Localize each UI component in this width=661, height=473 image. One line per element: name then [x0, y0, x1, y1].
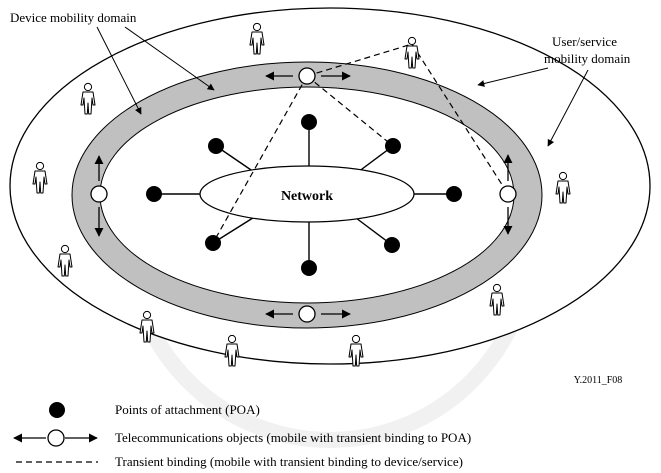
poa-point	[384, 237, 400, 253]
telecom-object-bottom	[298, 305, 316, 323]
figure-id: Y.2011_F08	[574, 375, 623, 386]
poa-point	[446, 186, 462, 202]
telecom-objects	[90, 67, 517, 323]
transient-bindings	[212, 43, 509, 244]
legend-binding-text: Transient binding (mobile with transient…	[115, 454, 463, 469]
device-domain-label: Device mobility domain	[10, 10, 137, 25]
network-ellipse	[199, 165, 415, 223]
legend-poa-symbol	[49, 402, 65, 418]
poa-point	[301, 260, 317, 276]
legend-poa-text: Points of attachment (POA)	[115, 402, 260, 417]
network-label: Network	[281, 189, 333, 204]
poa-point	[208, 138, 224, 154]
telecom-object-top	[298, 67, 316, 85]
telecom-object-left	[90, 185, 108, 203]
legend-telecom-symbol	[13, 429, 98, 447]
telecom-object-right	[499, 185, 517, 203]
poa-point	[146, 186, 162, 202]
poa-point	[301, 114, 317, 130]
legend: Points of attachment (POA) Telecommunica…	[13, 402, 471, 469]
user-domain-label-line2: mobility domain	[544, 51, 631, 66]
label-pointers	[96, 26, 589, 147]
legend-telecom-text: Telecommunications objects (mobile with …	[115, 430, 471, 445]
user-domain-label-line1: User/service	[552, 34, 617, 49]
